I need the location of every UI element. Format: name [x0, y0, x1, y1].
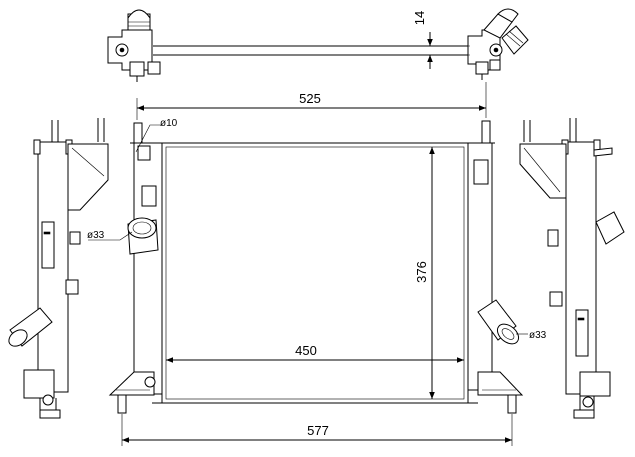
- left-side-view: [8, 118, 109, 419]
- outlet-diameter: ø33: [529, 330, 547, 341]
- top-view: [107, 8, 529, 82]
- inlet-diameter: ø33: [87, 230, 105, 241]
- front-view: [108, 120, 524, 414]
- right-side-view: [519, 118, 625, 419]
- dim-overall-width: 577: [307, 423, 329, 438]
- dim-core-width: 450: [295, 343, 317, 358]
- dimension-lines: [88, 32, 528, 446]
- core-fins: [40, 152, 594, 388]
- dim-mount-spacing: 525: [299, 91, 321, 106]
- dim-core-height: 376: [414, 261, 429, 283]
- bleed-port-diameter: ø10: [160, 118, 178, 129]
- dim-tube-offset: 14: [412, 11, 427, 25]
